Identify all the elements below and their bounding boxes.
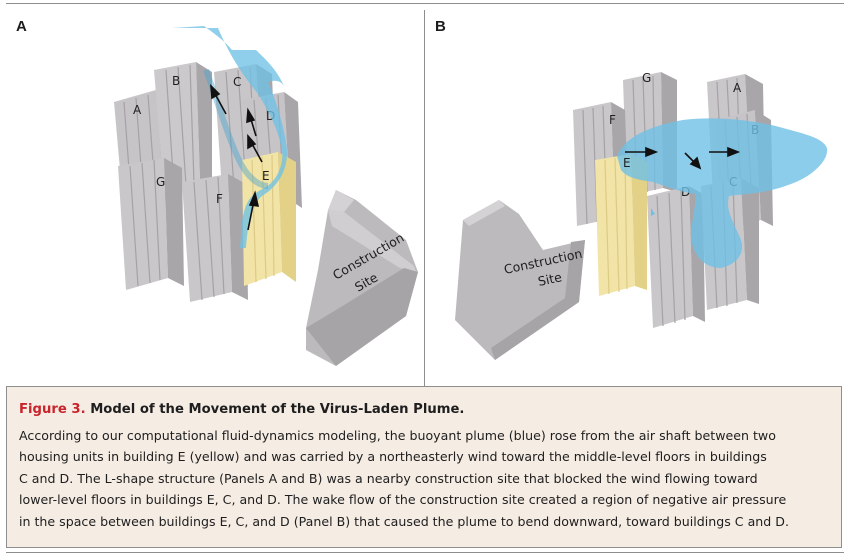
figure-caption: Figure 3. Model of the Movement of the V… <box>7 386 841 547</box>
building-f: F <box>182 174 248 302</box>
bottom-rule <box>6 552 844 553</box>
building-e <box>595 154 647 296</box>
panel-b-illustration: G A F B <box>455 71 828 360</box>
site-label-line-2: Site <box>537 269 564 289</box>
panel-a-illustration: A B C D <box>114 26 418 366</box>
building-label: G <box>642 71 651 85</box>
building-label: C <box>233 75 241 89</box>
caption-title-text: Model of the Movement of the Virus-Laden… <box>90 402 465 417</box>
building-label: A <box>133 103 142 117</box>
building-label: G <box>156 175 165 189</box>
caption-line: lower-level floors in buildings E, C, an… <box>19 492 787 508</box>
panel-b-letter: B <box>435 18 446 35</box>
figure-label: Figure 3. <box>19 402 86 417</box>
building-label: F <box>216 192 223 206</box>
caption-line: According to our computational fluid-dyn… <box>19 428 776 443</box>
wind-arrows <box>210 83 263 231</box>
building-label: B <box>172 74 180 88</box>
caption-title: Figure 3. Model of the Movement of the V… <box>19 401 829 419</box>
caption-body: According to our computational fluid-dyn… <box>19 425 829 532</box>
building-g: G <box>118 158 184 290</box>
construction-site: Construction Site <box>306 190 418 366</box>
panel-b: G A F B <box>425 10 842 386</box>
panel-a-letter: A <box>16 18 27 35</box>
building-label: A <box>733 81 742 95</box>
wind-arrows <box>625 146 741 170</box>
virus-plume <box>617 118 828 268</box>
caption-line: in the space between buildings E, C, and… <box>19 513 789 529</box>
panel-a: A B C D <box>6 10 425 386</box>
top-rule <box>6 3 844 4</box>
building-label-e: E <box>262 169 270 183</box>
caption-line: C and D. The L-shape structure (Panels A… <box>19 470 758 486</box>
caption-line: housing units in building E (yellow) and… <box>19 449 767 465</box>
construction-site: Construction Site <box>455 200 585 360</box>
building-label: F <box>609 113 616 127</box>
building-label-e: E <box>623 156 631 170</box>
